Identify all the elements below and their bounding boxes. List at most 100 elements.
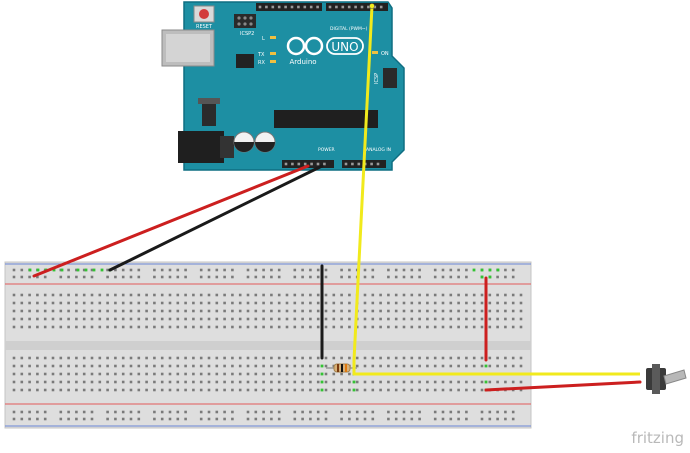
- breadboard-hole: [168, 293, 172, 297]
- breadboard-hole: [340, 293, 343, 297]
- breadboard-hole: [472, 293, 476, 297]
- connected-hole: [320, 372, 324, 376]
- connected-hole: [484, 364, 488, 368]
- rail-hole: [223, 275, 226, 279]
- breadboard-hole: [145, 364, 148, 368]
- rail-hole: [36, 417, 39, 421]
- breadboard-hole: [379, 325, 382, 329]
- rail-hole: [246, 275, 250, 279]
- rail-hole: [184, 417, 187, 421]
- icsp2-label: ICSP2: [240, 31, 254, 37]
- rail-hole: [231, 417, 234, 421]
- breadboard-hole: [418, 356, 421, 360]
- breadboard-hole: [387, 309, 390, 313]
- rail-hole: [176, 275, 180, 279]
- breadboard-hole: [223, 325, 226, 329]
- breadboard-hole: [51, 309, 55, 313]
- breadboard-hole: [277, 388, 281, 392]
- breadboard-hole: [215, 372, 219, 376]
- breadboard-hole: [168, 325, 172, 329]
- rail-hole: [129, 275, 133, 279]
- breadboard-hole: [51, 388, 55, 392]
- rail-hole: [309, 268, 312, 272]
- breadboard-hole: [98, 325, 102, 329]
- connected-hole: [480, 268, 484, 272]
- breadboard-hole: [59, 356, 63, 360]
- center-gap: [5, 341, 531, 350]
- breadboard-hole: [145, 317, 148, 321]
- breadboard-hole: [207, 317, 211, 321]
- breadboard-hole: [394, 364, 398, 368]
- rail-hole: [410, 268, 414, 272]
- breadboard-hole: [316, 388, 320, 392]
- breadboard-hole: [457, 388, 460, 392]
- breadboard-hole: [511, 317, 515, 321]
- breadboard-hole: [215, 317, 219, 321]
- breadboard-hole: [199, 388, 203, 392]
- analog-label: ANALOG IN: [366, 147, 391, 153]
- breadboard-hole: [262, 293, 265, 297]
- breadboard-hole: [106, 309, 109, 313]
- breadboard-hole: [238, 364, 242, 368]
- rail-hole: [153, 417, 156, 421]
- breadboard-hole: [121, 301, 125, 305]
- breadboard-hole: [457, 380, 460, 384]
- connected-hole: [320, 388, 324, 392]
- breadboard-hole: [160, 364, 164, 368]
- breadboard-hole: [98, 317, 102, 321]
- led-rx: [270, 60, 276, 63]
- breadboard-hole: [262, 309, 265, 313]
- breadboard-hole: [28, 380, 31, 384]
- breadboard-hole: [160, 309, 164, 313]
- breadboard-hole: [145, 380, 148, 384]
- breadboard-hole: [379, 356, 382, 360]
- breadboard-hole: [43, 293, 47, 297]
- rail-hole: [262, 268, 265, 272]
- breadboard-hole: [309, 372, 312, 376]
- breadboard-hole: [67, 309, 70, 313]
- rail-hole: [215, 275, 219, 279]
- breadboard-hole: [301, 301, 304, 305]
- breadboard-hole: [293, 356, 297, 360]
- breadboard-hole: [449, 364, 453, 368]
- breadboard-hole: [410, 388, 414, 392]
- breadboard-hole: [51, 301, 55, 305]
- breadboard-hole: [410, 356, 414, 360]
- breadboard-hole: [309, 356, 312, 360]
- breadboard-hole: [293, 309, 297, 313]
- breadboard-hole: [394, 309, 398, 313]
- breadboard-hole: [199, 301, 203, 305]
- rail-hole: [457, 275, 460, 279]
- breadboard-hole: [426, 364, 429, 368]
- breadboard-hole: [199, 293, 203, 297]
- rail-hole: [12, 268, 16, 272]
- usb-chip: [236, 54, 254, 68]
- breadboard-hole: [238, 309, 242, 313]
- breadboard-hole: [246, 372, 250, 376]
- breadboard-hole: [43, 380, 47, 384]
- breadboard-hole: [316, 356, 320, 360]
- breadboard-hole: [223, 364, 226, 368]
- breadboard-hole: [441, 325, 445, 329]
- rail-hole: [254, 268, 258, 272]
- rail-hole: [43, 417, 47, 421]
- rail-hole: [309, 275, 312, 279]
- breadboard-hole: [410, 325, 414, 329]
- breadboard-hole: [168, 317, 172, 321]
- rail-hole: [504, 410, 507, 414]
- breadboard-hole: [90, 372, 94, 376]
- breadboard-hole: [59, 380, 63, 384]
- breadboard-hole: [231, 325, 234, 329]
- breadboard-hole: [449, 309, 453, 313]
- breadboard-hole: [348, 380, 351, 384]
- rail-hole: [231, 275, 234, 279]
- breadboard-hole: [355, 388, 359, 392]
- breadboard-hole: [176, 293, 180, 297]
- rail-hole: [20, 268, 24, 272]
- breadboard-hole: [137, 380, 141, 384]
- rail-hole: [106, 410, 109, 414]
- rail-hole: [59, 275, 63, 279]
- fritzing-watermark: fritzing: [631, 429, 684, 447]
- breadboard-hole: [496, 364, 499, 368]
- breadboard-hole: [387, 317, 390, 321]
